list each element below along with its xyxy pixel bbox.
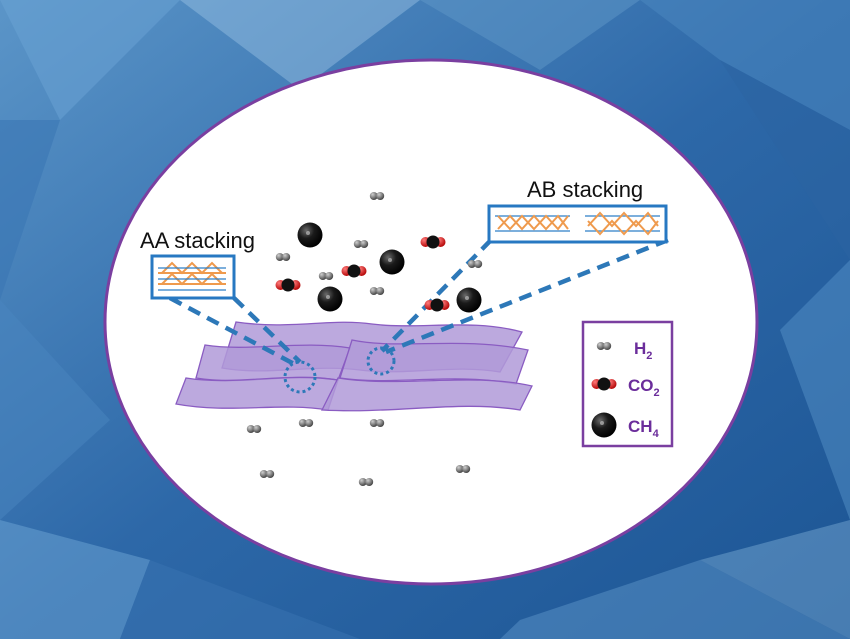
ch4-molecule-icon [297,222,323,248]
legend: H2 CO2 CH4 [581,320,674,448]
ab-region-marker [366,346,396,376]
co2-molecule-icon [275,278,301,292]
ch4-molecule-icon [591,412,617,438]
co2-molecule-icon [341,264,367,278]
aa-stacking-label: AA stacking [140,228,255,253]
main-ellipse-frame [103,58,759,586]
ch4-molecule-icon [317,286,343,312]
sheet-front-left [175,376,339,411]
legend-label-h2: H2 [634,339,652,362]
co2-molecule-icon [420,235,446,249]
leader-lines [168,237,669,367]
ab-stacking-inset [487,204,668,244]
co2-molecule-icon [424,298,450,312]
ch4-molecule-icon [456,287,482,313]
ch4-molecule-icon [379,249,405,275]
ab-stacking-label: AB stacking [527,177,643,202]
co2-molecule-icon [591,377,617,391]
sheet-front-right [320,377,533,412]
aa-stacking-inset [150,254,236,300]
aa-region-marker [283,360,317,394]
legend-label-ch4: CH4 [628,417,660,440]
sheet-mid-right [339,339,529,385]
legend-label-co2: CO2 [628,376,660,399]
